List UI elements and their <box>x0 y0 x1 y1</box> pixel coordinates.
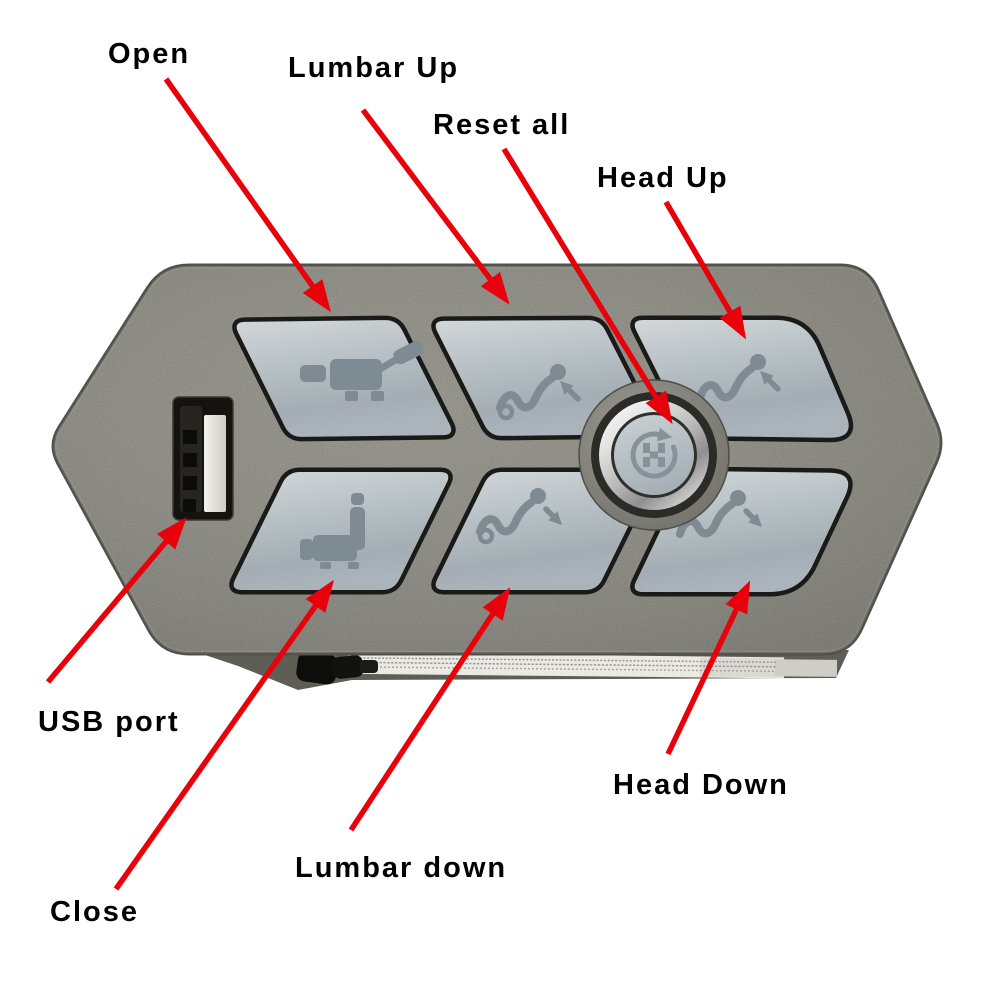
annotation-label-usb-port: USB port <box>38 706 180 738</box>
usb-port-arrow <box>45 517 187 684</box>
head-down-arrow <box>665 580 751 756</box>
annotation-label-lumbar-up: Lumbar Up <box>288 52 460 84</box>
reset-all-arrow <box>501 147 673 425</box>
lumbar-down-arrow <box>348 587 511 832</box>
open-arrow <box>163 77 332 313</box>
annotation-arrows <box>45 77 751 891</box>
annotation-label-open: Open <box>108 38 191 70</box>
power-cable <box>296 651 378 685</box>
annotation-label-close: Close <box>50 896 139 928</box>
annotation-label-head-up: Head Up <box>597 162 729 194</box>
annotation-label-reset-all: Reset all <box>433 109 571 141</box>
reset-all-button[interactable] <box>578 379 730 531</box>
annotation-label-head-down: Head Down <box>613 769 789 801</box>
annotation-label-lumbar-down: Lumbar down <box>295 852 508 884</box>
remote-bottom-edge <box>205 650 849 690</box>
lumbar-up-arrow <box>360 108 510 305</box>
chair-upright-icon <box>300 493 365 569</box>
close-arrow <box>113 579 334 891</box>
close-button[interactable] <box>229 467 453 595</box>
usb-port <box>172 396 234 521</box>
usb-tongue <box>204 415 226 512</box>
head-up-arrow <box>663 200 747 340</box>
reset-h-icon <box>630 427 678 479</box>
chair-reclined-icon <box>300 340 425 401</box>
